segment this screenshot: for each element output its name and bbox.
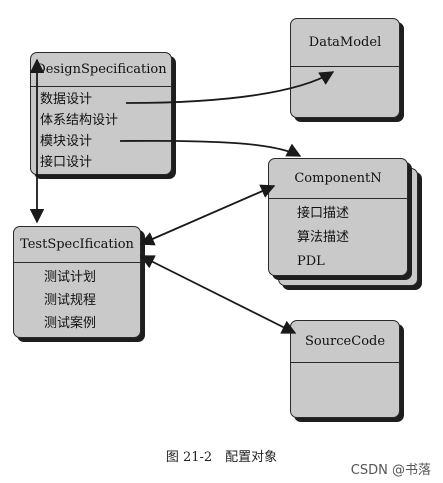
source-code-title: SourceCode [291,321,399,363]
design-specification-title: DesignSpecification [31,53,171,87]
component-items: 接口描述 算法描述 PDL [269,199,407,274]
watermark-text: CSDN @书落 [350,463,431,478]
design-item-interface: 接口设计 [40,155,93,170]
data-model-box: DataModel [290,18,400,118]
design-specification-box: DesignSpecification 数据设计 体系结构设计 模块设计 接口设… [30,52,172,175]
source-code-box: SourceCode [290,320,400,418]
test-specification-box: TestSpecIfication 测试计划 测试规程 测试案例 [13,226,141,338]
test-item-procedure: 测试规程 [44,293,97,308]
component-title: ComponentN [269,159,407,199]
figure-caption: 图 21-2 配置对象 [165,450,278,465]
arrow-test-sourcecode [139,255,297,334]
test-specification-items: 测试计划 测试规程 测试案例 [14,263,140,335]
arrow-module-design-to-component [119,139,302,157]
component-item-interface: 接口描述 [297,206,350,221]
design-item-module: 模块设计 [40,134,93,149]
test-item-cases: 测试案例 [44,316,97,331]
design-item-architecture: 体系结构设计 [40,113,119,128]
test-item-plan: 测试计划 [44,270,97,285]
component-item-pdl: PDL [297,254,325,269]
arrow-test-component [139,184,276,246]
component-item-algorithm: 算法描述 [297,230,350,245]
data-model-title: DataModel [291,19,399,67]
test-specification-title: TestSpecIfication [14,227,140,263]
design-specification-items: 数据设计 体系结构设计 模块设计 接口设计 [31,87,171,173]
design-item-data: 数据设计 [40,92,93,107]
arrow-data-design-to-datamodel [125,71,335,104]
